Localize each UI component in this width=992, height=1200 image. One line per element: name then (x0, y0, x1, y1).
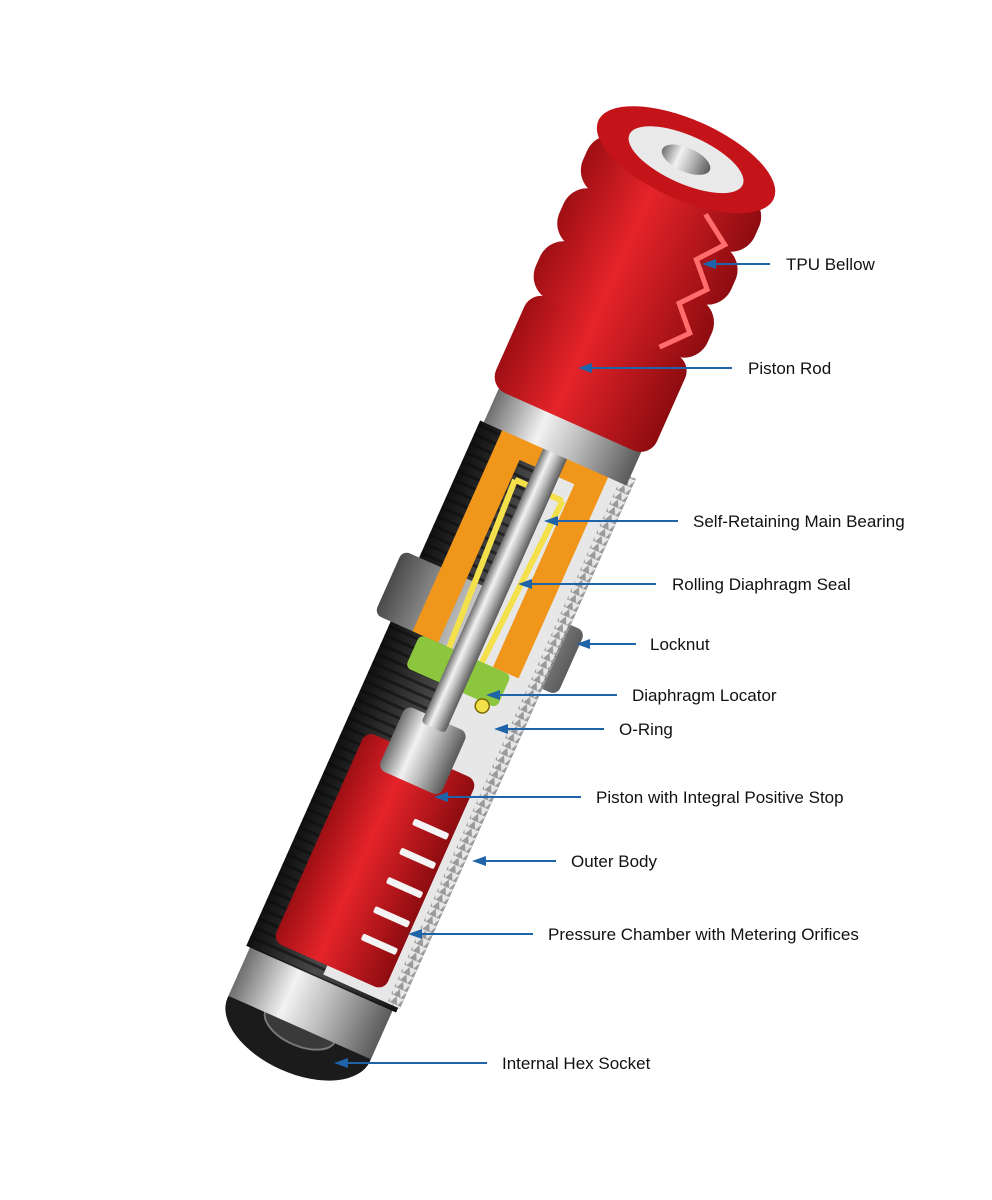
arrowhead-icon (334, 1058, 348, 1068)
arrowhead-icon (518, 579, 532, 589)
arrowhead-icon (472, 856, 486, 866)
callout-label: Pressure Chamber with Metering Orifices (548, 925, 859, 944)
arrowhead-icon (408, 929, 422, 939)
callout-label: Piston with Integral Positive Stop (596, 788, 844, 807)
arrowhead-icon (486, 690, 500, 700)
callout-label: Rolling Diaphragm Seal (672, 575, 851, 594)
callout-piston: Piston with Integral Positive Stop (434, 788, 844, 807)
pressure-chamber (275, 734, 475, 988)
callout-pressure-chamber: Pressure Chamber with Metering Orifices (408, 925, 859, 944)
callout-tpu-bellow: TPU Bellow (702, 255, 876, 274)
callout-diaphragm-locator: Diaphragm Locator (486, 686, 777, 705)
arrowhead-icon (434, 792, 448, 802)
self-retaining-main-bearing (412, 421, 613, 679)
callout-o-ring: O-Ring (494, 720, 673, 739)
callout-outer-body: Outer Body (472, 852, 657, 871)
arrowhead-icon (494, 724, 508, 734)
o-ring (474, 698, 490, 714)
callout-label: TPU Bellow (786, 255, 876, 274)
callout-hex-socket: Internal Hex Socket (334, 1054, 651, 1073)
bellow-collar (483, 385, 643, 486)
arrowhead-icon (544, 516, 558, 526)
callout-piston-rod: Piston Rod (578, 359, 831, 378)
outer-body-wall (387, 473, 636, 1009)
callout-label: Outer Body (571, 852, 657, 871)
callout-label: Diaphragm Locator (632, 686, 777, 705)
callout-diaphragm-seal: Rolling Diaphragm Seal (518, 575, 851, 594)
callout-label: Self-Retaining Main Bearing (693, 512, 905, 531)
shock-absorber-illustration (225, 106, 776, 1081)
arrowhead-icon (576, 639, 590, 649)
tpu-bellow (494, 106, 776, 452)
callout-label: Piston Rod (748, 359, 831, 378)
callout-main-bearing: Self-Retaining Main Bearing (544, 512, 905, 531)
callout-label: Internal Hex Socket (502, 1054, 651, 1073)
arrowhead-icon (702, 259, 716, 269)
callout-group: TPU Bellow Piston Rod Self-Retaining Mai… (334, 255, 905, 1073)
callout-locknut: Locknut (576, 635, 710, 654)
end-collar (228, 942, 395, 1060)
callout-label: O-Ring (619, 720, 673, 739)
callout-label: Locknut (650, 635, 710, 654)
arrowhead-icon (578, 363, 592, 373)
metering-orifices (361, 818, 449, 955)
